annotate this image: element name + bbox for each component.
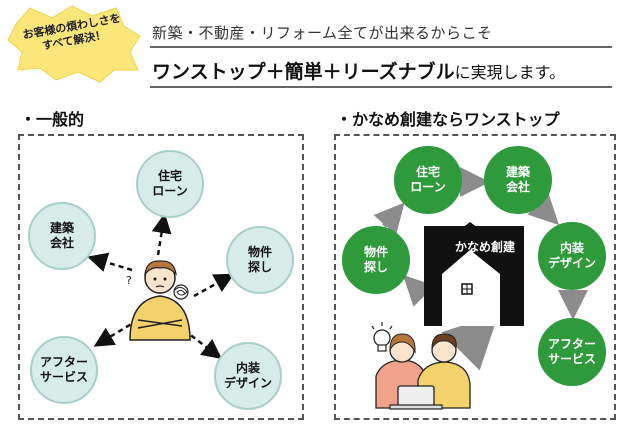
node-general-builder: 建築 会社 <box>28 202 96 270</box>
node-kaname-builder: 建築 会社 <box>484 146 552 214</box>
node-kaname-interior: 内装 デザイン <box>538 222 606 290</box>
question-mark: ? <box>126 274 132 287</box>
callout-burst-icon <box>7 5 141 83</box>
divider-top <box>150 46 612 48</box>
divider-bottom <box>150 86 612 88</box>
section-title-kaname: ・かなめ創建ならワンストップ <box>336 110 560 129</box>
node-general-property: 物件 探し <box>226 226 294 294</box>
headline: ワンストップ＋簡単＋リーズナブルに実現します。 <box>152 57 565 84</box>
arrow-to-builder <box>87 252 133 272</box>
arrow-to-property <box>193 273 235 298</box>
node-general-interior: 内装 デザイン <box>214 342 282 410</box>
tangle-icon <box>173 284 189 300</box>
tagline: 新築・不動産・リフォーム全てが出来るからこそ <box>152 24 493 42</box>
section-title-general: ・一般的 <box>20 110 85 129</box>
node-kaname-after: アフター サービス <box>538 318 606 386</box>
node-general-after: アフター サービス <box>30 336 98 404</box>
confused-person-icon <box>129 260 191 341</box>
headline-main: ワンストップ＋簡単＋リーズナブル <box>152 61 455 83</box>
flow-arrow-5 <box>373 202 405 235</box>
arrow-to-loan <box>151 213 172 256</box>
arrow-to-after <box>93 318 139 347</box>
laptop-icon <box>389 385 443 410</box>
arrow-to-interior <box>183 329 222 360</box>
company-name: かなめ創建 <box>454 240 515 254</box>
headline-suffix: に実現します。 <box>454 63 566 82</box>
node-kaname-property: 物件 探し <box>342 226 410 294</box>
node-kaname-loan: 住宅 ローン <box>394 146 462 214</box>
node-general-loan: 住宅 ローン <box>136 150 204 218</box>
house-icon <box>424 222 524 326</box>
panel-general <box>18 134 304 420</box>
couple-to-house-arrow <box>441 313 499 371</box>
flow-arrow-4 <box>402 274 435 307</box>
lightbulb-icon <box>371 322 393 352</box>
panel-kaname <box>334 134 616 420</box>
